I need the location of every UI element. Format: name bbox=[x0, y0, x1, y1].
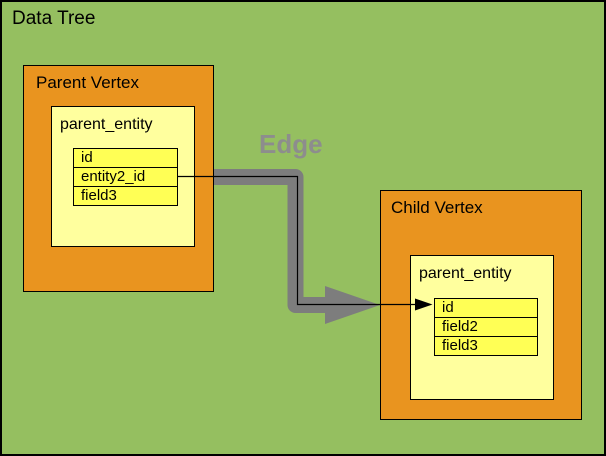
child-vertex-title: Child Vertex bbox=[391, 198, 483, 217]
parent-entity-name: parent_entity bbox=[60, 116, 153, 133]
child-entity-box: parent_entity id field2 field3 bbox=[410, 255, 554, 400]
child-entity-fields: id field2 field3 bbox=[434, 298, 538, 356]
field-row: field2 bbox=[434, 317, 538, 337]
parent-entity-box: parent_entity id entity2_id field3 bbox=[51, 106, 195, 247]
parent-vertex-title: Parent Vertex bbox=[36, 73, 140, 92]
edge-label: Edge bbox=[259, 129, 323, 159]
edge-arrowhead-icon bbox=[325, 286, 380, 324]
diagram-title: Data Tree bbox=[12, 8, 96, 29]
child-entity-name: parent_entity bbox=[419, 265, 512, 282]
field-row: entity2_id bbox=[73, 167, 178, 187]
field-row: id bbox=[434, 298, 538, 318]
edge-band bbox=[214, 169, 329, 313]
field-row: id bbox=[73, 148, 178, 168]
child-vertex-node: Child Vertex parent_entity id field2 fie… bbox=[380, 190, 582, 420]
parent-entity-fields: id entity2_id field3 bbox=[73, 148, 178, 206]
field-row: field3 bbox=[73, 186, 178, 206]
parent-vertex-node: Parent Vertex parent_entity id entity2_i… bbox=[23, 65, 214, 292]
field-row: field3 bbox=[434, 336, 538, 356]
